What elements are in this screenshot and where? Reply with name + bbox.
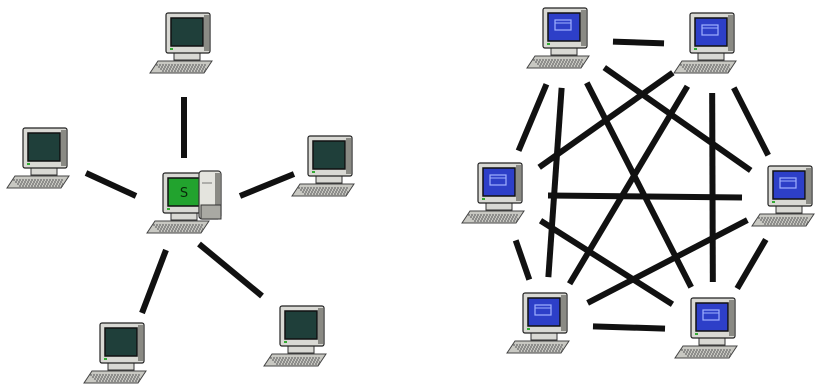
power-led: [167, 208, 170, 210]
peer-computer-p6: [674, 297, 738, 359]
power-led: [284, 341, 287, 343]
link-p2-p6: [709, 92, 716, 283]
tower-base: [200, 204, 222, 220]
monitor-side: [581, 10, 586, 46]
link-p1-p4: [602, 65, 753, 173]
peer-computer-p5: [506, 292, 570, 354]
monitor-stand: [775, 205, 803, 214]
monitor-side: [806, 168, 811, 204]
monitor-side: [346, 138, 351, 174]
link-p3-p4: [547, 192, 743, 201]
monitor-side: [516, 165, 521, 201]
monitor-screen: [694, 17, 728, 47]
monitor-screen: [170, 17, 204, 47]
monitor-screen: [695, 302, 729, 332]
monitor-stand: [173, 52, 201, 61]
monitor-screen: [547, 12, 581, 42]
window-icon: [701, 24, 719, 36]
link-p1-p2: [612, 38, 665, 47]
power-led: [695, 333, 698, 335]
monitor-stand: [485, 202, 513, 211]
monitor-screen: [527, 297, 561, 327]
power-led: [104, 358, 107, 360]
client-computer-bottom-left: [83, 322, 147, 384]
link-p3-p5: [512, 239, 533, 281]
peer-computer-p1: [526, 7, 590, 69]
client-computer-bottom-right: [263, 305, 327, 367]
link-p4-p5: [586, 217, 749, 306]
monitor-stand: [530, 332, 558, 341]
window-icon: [489, 174, 507, 186]
power-led: [547, 43, 550, 45]
monitor-stand: [315, 175, 343, 184]
power-led: [527, 328, 530, 330]
monitor-side: [561, 295, 566, 331]
link-p2-p4: [731, 86, 771, 157]
monitor-screen: [312, 140, 346, 170]
peer-computer-p3: [461, 162, 525, 224]
window-icon: [702, 309, 720, 321]
client-computer-right: [291, 135, 355, 197]
window-icon: [554, 19, 572, 31]
link-server-bottom-left: [139, 248, 169, 315]
window-icon: [779, 177, 797, 189]
link-p1-p6: [584, 81, 694, 289]
monitor-screen: [772, 170, 806, 200]
link-p5-p6: [592, 323, 666, 332]
power-led: [772, 201, 775, 203]
monitor-side: [728, 15, 733, 51]
monitor-stand: [550, 47, 578, 56]
client-computer-top: [149, 12, 213, 74]
power-led: [312, 171, 315, 173]
edges-layer: [84, 38, 771, 332]
power-led: [694, 48, 697, 50]
monitor-screen: [482, 167, 516, 197]
monitor-stand: [30, 167, 58, 176]
monitor-stand: [170, 212, 198, 221]
link-p4-p6: [734, 237, 769, 291]
tower-side: [215, 173, 220, 217]
server-label: S: [180, 186, 188, 201]
link-server-left: [84, 170, 138, 199]
monitor-side: [204, 15, 209, 51]
peer-computer-p4: [751, 165, 815, 227]
peer-computer-p2: [673, 12, 737, 74]
monitor-screen: [27, 132, 61, 162]
monitor-screen: [104, 327, 138, 357]
monitor-side: [729, 300, 734, 336]
monitor-side: [138, 325, 143, 361]
monitor-stand: [698, 337, 726, 346]
link-server-right: [238, 171, 296, 199]
server-computer: S: [146, 170, 222, 234]
link-p2-p5: [567, 84, 690, 286]
monitor-side: [61, 130, 66, 166]
link-p1-p3: [515, 83, 550, 152]
link-p1-p5: [545, 87, 565, 278]
power-led: [27, 163, 30, 165]
client-computer-left: [6, 127, 70, 189]
link-server-bottom-right: [197, 241, 264, 299]
monitor-side: [318, 308, 323, 344]
power-led: [170, 48, 173, 50]
nodes-layer: S: [6, 7, 815, 384]
link-p3-p6: [538, 218, 675, 307]
power-led: [482, 198, 485, 200]
monitor-stand: [107, 362, 135, 371]
monitor-screen: [284, 310, 318, 340]
monitor-stand: [287, 345, 315, 354]
link-p2-p3: [537, 70, 675, 170]
monitor-stand: [697, 52, 725, 61]
window-icon: [534, 304, 552, 316]
